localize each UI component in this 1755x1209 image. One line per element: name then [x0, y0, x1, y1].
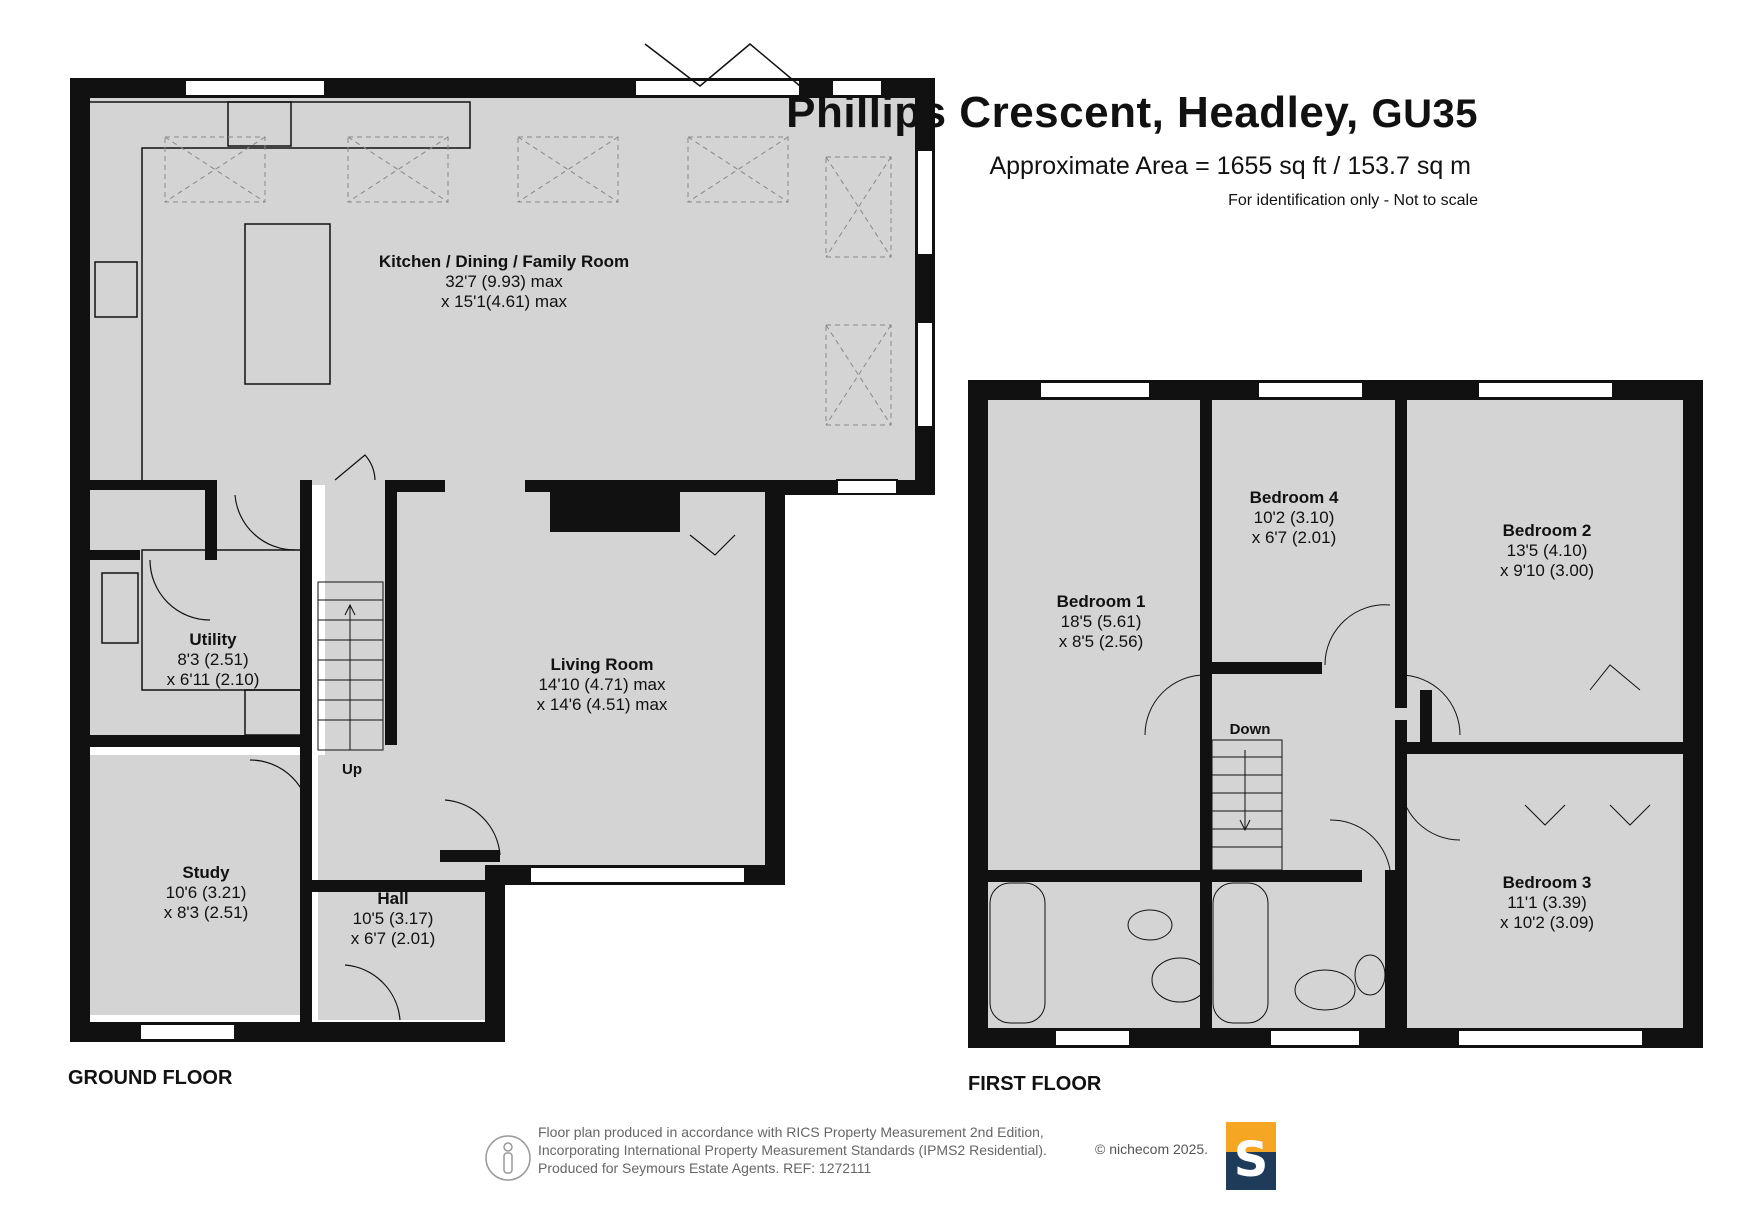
rics-footer: Floor plan produced in accordance with R… [538, 1123, 1047, 1177]
property-title: Phillips Crescent, Headley, GU35 [786, 88, 1478, 137]
logo-letter: S [1233, 1132, 1269, 1188]
identification-note: For identification only - Not to scale [1228, 192, 1478, 209]
footer-line-3: Produced for Seymours Estate Agents. REF… [538, 1160, 872, 1176]
postcode: GU35 [1371, 92, 1478, 136]
stairs-up-label: Up [342, 761, 362, 778]
ground-floor-plan [70, 43, 935, 1042]
first-floor-plan [968, 380, 1703, 1048]
ground-floor-label: GROUND FLOOR [68, 1067, 233, 1089]
copyright: © nichecom 2025. [1095, 1141, 1209, 1157]
stairs-down-label: Down [1229, 721, 1271, 738]
approximate-area: Approximate Area = 1655 sq ft / 153.7 sq… [989, 152, 1471, 180]
footer-line-2: Incorporating International Property Mea… [538, 1142, 1047, 1158]
person-icon [485, 1135, 531, 1181]
footer-line-1: Floor plan produced in accordance with R… [538, 1124, 1044, 1140]
seymours-logo: S [1226, 1122, 1276, 1190]
first-floor-label: FIRST FLOOR [968, 1073, 1102, 1095]
